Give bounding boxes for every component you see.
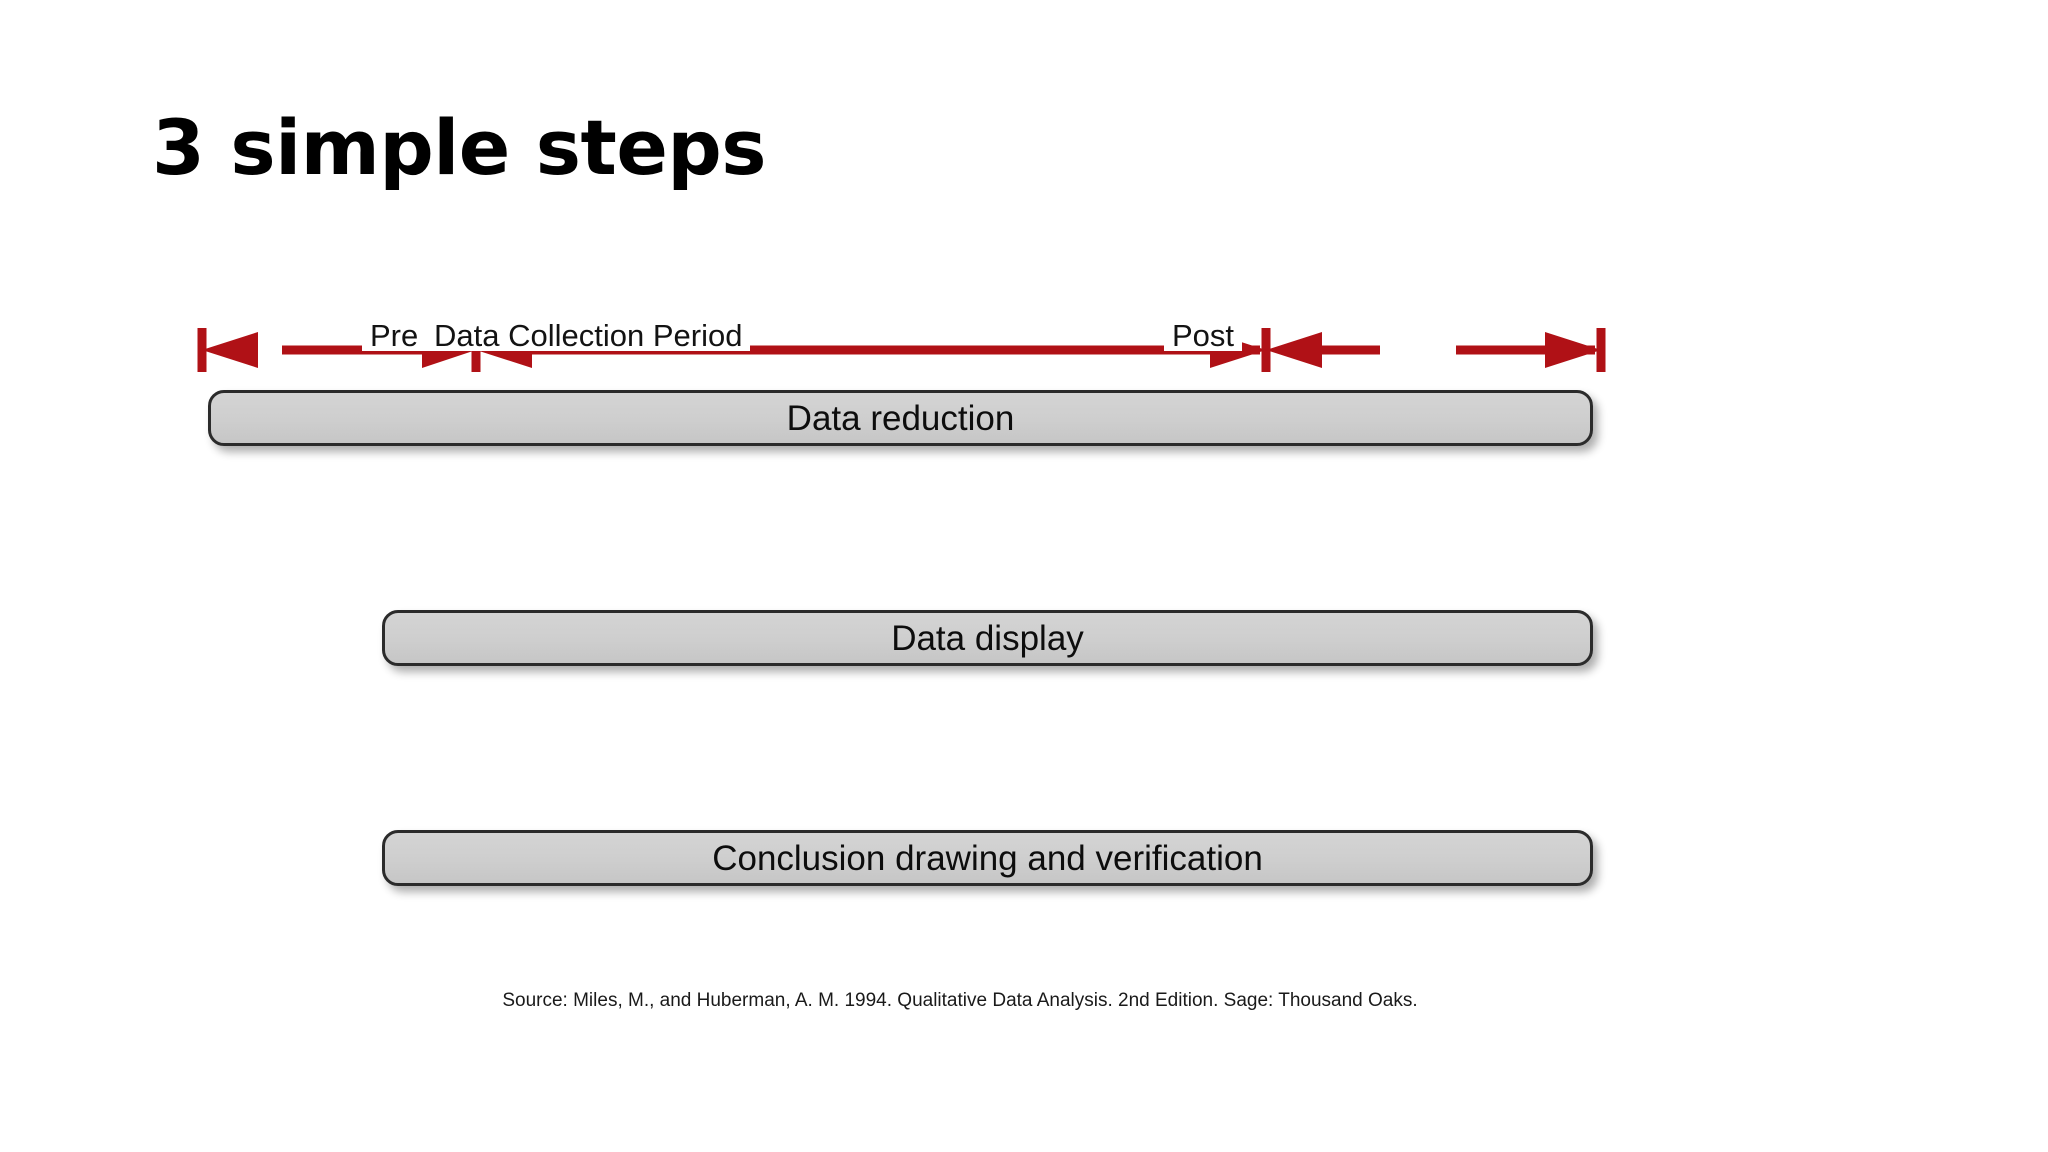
source-citation: Source: Miles, M., and Huberman, A. M. 1… [502,990,1418,1011]
stage-label-conclusion-drawing-and-verification: Conclusion drawing and verification [712,838,1263,878]
qualitative-analysis-diagram: Pre Data Collection Period Post Data red… [150,280,1770,1080]
timeline-label-data-collection-period: Data Collection Period [426,320,751,351]
stage-label-data-display: Data display [891,618,1084,658]
timeline-label-post: Post [1164,320,1243,351]
stage-bar-data-reduction: Data reduction [208,390,1593,446]
stage-bar-conclusion-drawing-and-verification: Conclusion drawing and verification [382,830,1593,886]
page-title: 3 simple steps [152,103,767,192]
stage-label-data-reduction: Data reduction [786,398,1015,438]
timeline-label-pre: Pre [362,320,427,351]
stage-bar-data-display: Data display [382,610,1593,666]
timeline: Pre Data Collection Period Post [150,280,1770,380]
timeline-segment-post [1266,332,1601,368]
